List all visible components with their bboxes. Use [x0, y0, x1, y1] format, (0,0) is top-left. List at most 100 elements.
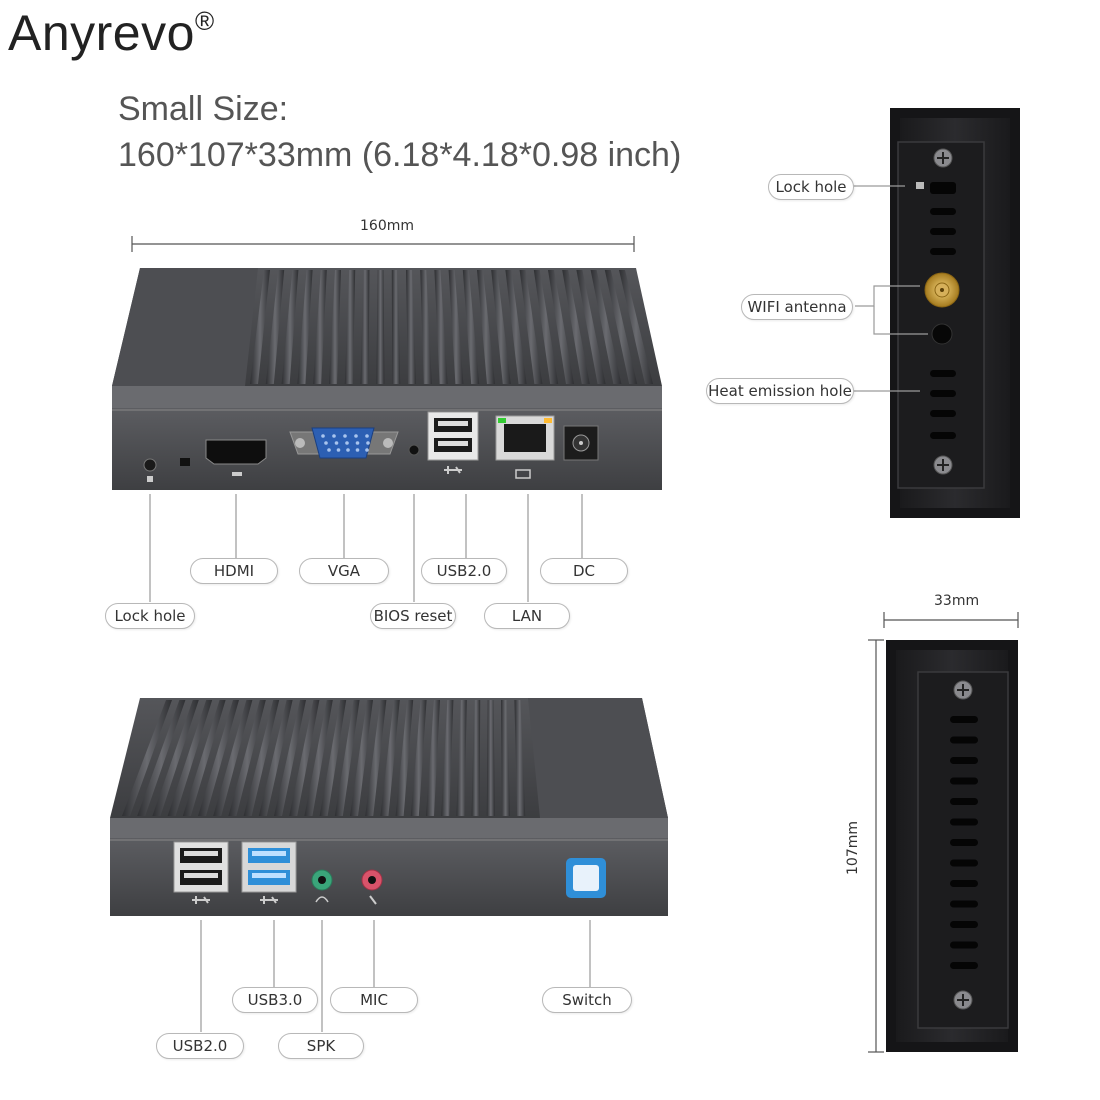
heat-emission-slot: [930, 410, 956, 417]
heat-sink-fin: [344, 270, 356, 384]
heat-sink-fin: [576, 270, 606, 384]
label-hdmi: HDMI: [190, 558, 278, 584]
label-front-lock-hole: Lock hole: [105, 603, 195, 629]
heat-sink-fin: [243, 700, 280, 816]
heat-sink-fin: [167, 700, 213, 816]
heat-sink-fin: [491, 270, 511, 384]
vga-pin: [324, 441, 328, 445]
heat-sink-fin: [562, 270, 590, 384]
vent-slot: [950, 736, 978, 744]
height-dimension-line: [883, 612, 1019, 628]
vga-pin: [354, 434, 358, 438]
wifi-antenna-hole: [931, 323, 953, 345]
width-dimension-line: [131, 236, 635, 252]
vga-pin: [336, 448, 341, 452]
heat-sink-fin: [619, 270, 653, 384]
side-lock-slot: [930, 182, 956, 194]
heat-sink-fin: [274, 700, 306, 816]
side-screw-top: [933, 148, 953, 168]
label-heat-emission-hole: Heat emission hole: [706, 378, 854, 404]
vga-port: [289, 427, 399, 459]
vent-screw-bottom: [953, 990, 973, 1010]
vga-pin: [334, 441, 339, 445]
vent-slot: [950, 880, 978, 887]
power-switch: [566, 858, 606, 898]
vent-slot: [950, 798, 978, 805]
bios-reset-button: [408, 444, 420, 456]
heat-sink-fin: [462, 270, 480, 384]
vga-pin: [327, 448, 331, 452]
heat-sink-fin: [505, 270, 527, 384]
heat-sink-fin: [265, 270, 285, 384]
heat-sink-fin: [448, 270, 464, 384]
label-usb3: USB3.0: [232, 987, 318, 1013]
heat-sink-fin: [319, 700, 347, 816]
heat-sink-fin: [380, 700, 400, 816]
heat-sink-fin: [297, 270, 313, 384]
heat-sink-fin: [213, 700, 253, 816]
heat-sink-fin: [137, 700, 186, 816]
label-mic: MIC: [330, 987, 418, 1013]
front-led: [180, 458, 190, 466]
label-dc: DC: [540, 558, 628, 584]
vga-pin: [321, 434, 325, 438]
heat-sink-fin: [604, 270, 638, 384]
heat-sink-fin: [434, 270, 448, 384]
vga-pin: [365, 448, 369, 452]
mic-jack: [361, 869, 383, 905]
heat-sink-fin: [304, 700, 333, 816]
heat-sink-fin: [533, 270, 559, 384]
heat-sink-fin: [410, 700, 427, 816]
front-leader-lines: [149, 494, 583, 602]
heat-sink-fin: [329, 270, 341, 384]
back-leader-lines: [200, 920, 591, 1032]
heat-sink-fin: [228, 700, 266, 816]
size-heading: Small Size:: [118, 90, 289, 128]
heat-emission-slot: [930, 432, 956, 439]
heat-sink-fin: [471, 700, 481, 816]
heat-sink-fin: [519, 270, 543, 384]
width-dimension-label: 160mm: [360, 218, 414, 234]
label-lan: LAN: [484, 603, 570, 629]
usb3-ports: [241, 841, 297, 904]
wifi-antenna-connector: [924, 272, 960, 308]
heat-sink-fin: [182, 700, 226, 816]
heat-emission-slot: [930, 208, 956, 215]
vga-pin: [343, 434, 347, 438]
height-dimension-label: 33mm: [934, 593, 980, 609]
vent-slot: [950, 900, 978, 908]
label-bios-reset: BIOS reset: [370, 603, 456, 629]
heat-sink-fin: [486, 700, 495, 816]
front-device: [112, 268, 662, 490]
vga-pin: [346, 448, 350, 452]
vent-slot: [950, 818, 978, 826]
heat-sink-fin: [250, 270, 270, 384]
heat-sink-fin: [365, 700, 387, 816]
vent-slot: [950, 941, 978, 949]
label-front-usb2: USB2.0: [421, 558, 507, 584]
heat-sink-fin: [313, 270, 327, 384]
spk-jack: [311, 869, 333, 903]
brand-logo: Anyrevo®: [8, 4, 215, 62]
vent-slot: [950, 839, 978, 846]
label-side-lock-hole: Lock hole: [768, 174, 854, 200]
vga-pin: [365, 434, 369, 438]
heat-sink-fin: [281, 270, 299, 384]
vga-pin: [355, 441, 360, 445]
vga-pin: [345, 441, 349, 445]
label-back-usb2: USB2.0: [156, 1033, 244, 1059]
lock-glyph-icon: [916, 182, 924, 189]
heat-sink-fin: [395, 700, 414, 816]
heat-sink-fin: [360, 270, 370, 384]
vent-screw-top: [953, 680, 973, 700]
vga-pin: [366, 441, 370, 445]
brand-name: Anyrevo: [8, 5, 195, 61]
heat-sink-fin: [376, 270, 385, 384]
heat-sink-fin: [420, 270, 432, 384]
vent-slot: [950, 757, 978, 764]
vent-slot: [950, 777, 978, 785]
back-usb2-ports: [173, 841, 229, 904]
heat-sink-fin: [198, 700, 239, 816]
